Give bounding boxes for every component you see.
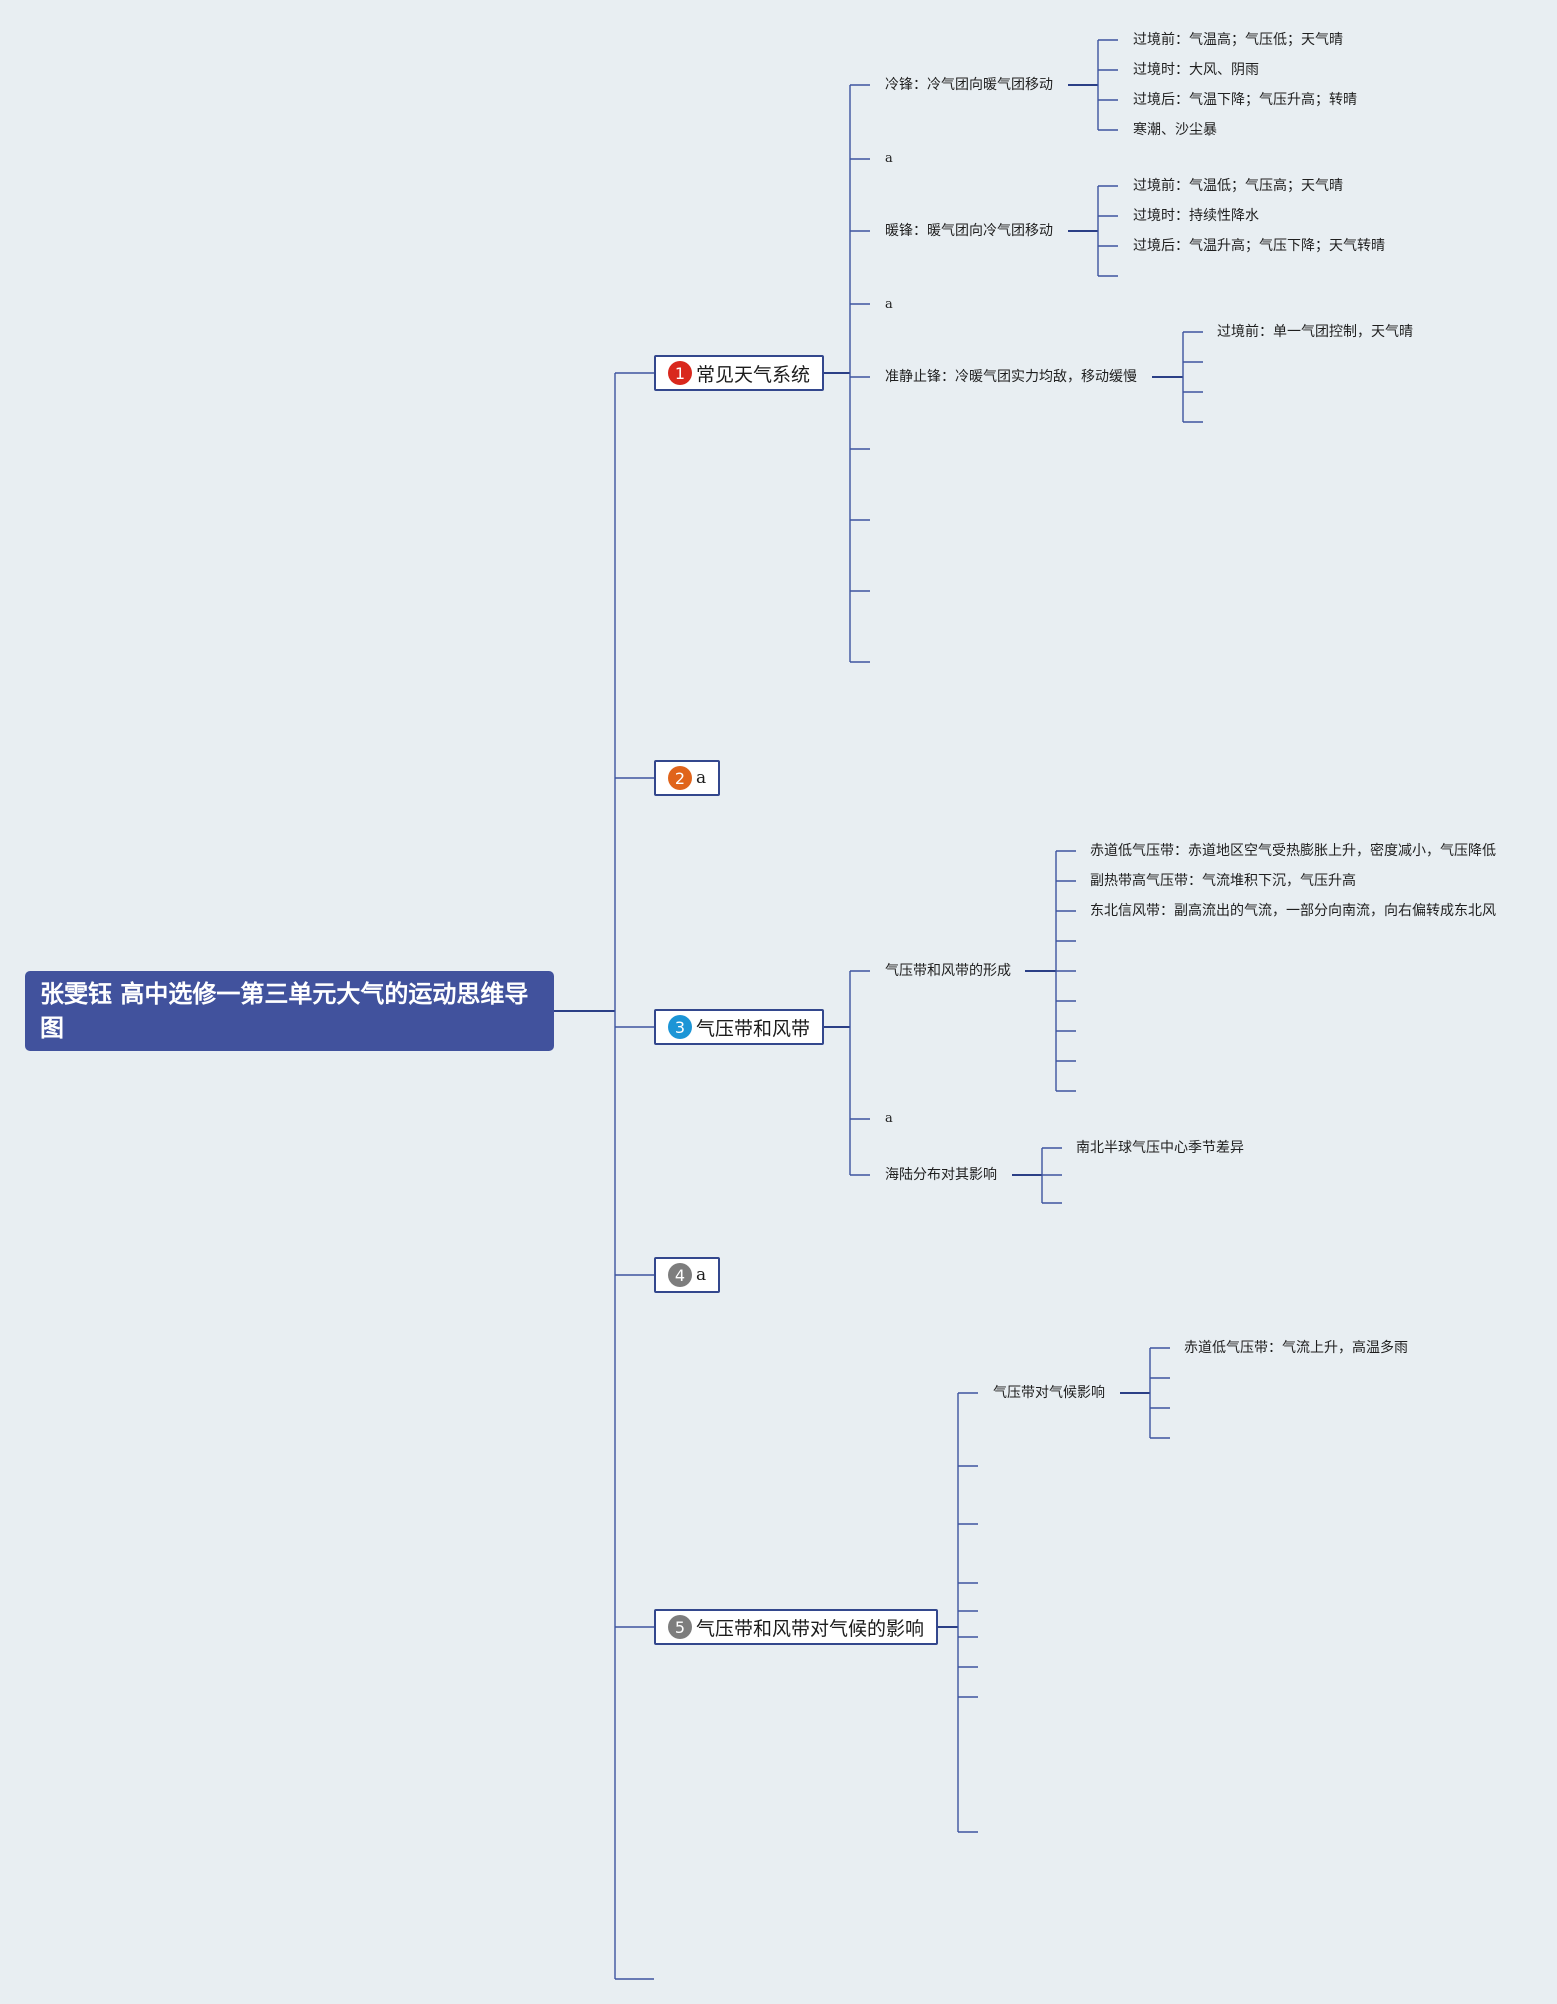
number-4-icon: 4 bbox=[668, 1263, 692, 1287]
topic-4[interactable]: 4 a bbox=[654, 1257, 721, 1293]
number-5-icon: 5 bbox=[668, 1615, 692, 1639]
placeholder-node[interactable]: a bbox=[885, 297, 893, 312]
stationary-front-item[interactable]: 过境前：单一气团控制，天气晴 bbox=[1217, 324, 1413, 340]
climate-branches bbox=[1149, 1347, 1170, 1439]
land-sea-branches bbox=[1041, 1147, 1062, 1204]
cold-front-item[interactable]: 过境时：大风、阴雨 bbox=[1133, 62, 1259, 78]
number-1-icon: 1 bbox=[668, 361, 692, 385]
cold-front-item[interactable]: 寒潮、沙尘暴 bbox=[1133, 122, 1217, 138]
topic-3[interactable]: 3 气压带和风带 bbox=[654, 1009, 825, 1045]
topic-2[interactable]: 2 a bbox=[654, 760, 721, 796]
formation-branches bbox=[1055, 850, 1076, 1092]
land-sea-item[interactable]: 南北半球气压中心季节差异 bbox=[1076, 1140, 1244, 1156]
cold-front-branches bbox=[1097, 39, 1118, 131]
main-branches bbox=[615, 372, 654, 1980]
topic-5-label: 气压带和风带对气候的影响 bbox=[696, 1617, 925, 1640]
topic-1-label: 常见天气系统 bbox=[696, 363, 811, 386]
warm-front-node[interactable]: 暖锋：暖气团向冷气团移动 bbox=[885, 223, 1053, 239]
warm-front-item[interactable]: 过境前：气温低；气压高；天气晴 bbox=[1133, 178, 1343, 194]
land-sea-node[interactable]: 海陆分布对其影响 bbox=[885, 1167, 997, 1183]
stationary-front-node[interactable]: 准静止锋：冷暖气团实力均敌，移动缓慢 bbox=[885, 369, 1137, 385]
root-title: 张雯钰 高中选修一第三单元大气的运动思维导图 bbox=[40, 980, 529, 1042]
topic5-branches bbox=[957, 1392, 978, 1833]
cold-front-item[interactable]: 过境后：气温下降；气压升高；转晴 bbox=[1133, 92, 1357, 108]
root-topic[interactable]: 张雯钰 高中选修一第三单元大气的运动思维导图 bbox=[25, 971, 554, 1051]
formation-item[interactable]: 副热带高气压带：气流堆积下沉，气压升高 bbox=[1090, 873, 1356, 889]
topic1-branches bbox=[850, 84, 870, 663]
topic-5[interactable]: 5 气压带和风带对气候的影响 bbox=[654, 1609, 939, 1645]
climate-item[interactable]: 赤道低气压带：气流上升，高温多雨 bbox=[1184, 1340, 1408, 1356]
topic-1[interactable]: 1 常见天气系统 bbox=[654, 355, 825, 391]
formation-item[interactable]: 赤道低气压带：赤道地区空气受热膨胀上升，密度减小，气压降低 bbox=[1090, 843, 1496, 859]
topic-4-label: a bbox=[696, 1265, 707, 1285]
placeholder-node[interactable]: a bbox=[885, 151, 893, 166]
warm-front-item[interactable]: 过境后：气温升高；气压下降；天气转晴 bbox=[1133, 238, 1385, 254]
cold-front-item[interactable]: 过境前：气温高；气压低；天气晴 bbox=[1133, 32, 1343, 48]
topic3-branches bbox=[849, 970, 870, 1176]
number-3-icon: 3 bbox=[668, 1015, 692, 1039]
number-2-icon: 2 bbox=[668, 766, 692, 790]
placeholder-node[interactable]: a bbox=[885, 1111, 893, 1126]
warm-front-item[interactable]: 过境时：持续性降水 bbox=[1133, 208, 1259, 224]
cold-front-node[interactable]: 冷锋：冷气团向暖气团移动 bbox=[885, 77, 1053, 93]
climate-node[interactable]: 气压带对气候影响 bbox=[993, 1385, 1105, 1401]
topic-2-label: a bbox=[696, 768, 707, 788]
warm-front-branches bbox=[1097, 185, 1118, 277]
stationary-front-branches bbox=[1182, 331, 1203, 423]
formation-item[interactable]: 东北信风带：副高流出的气流，一部分向南流，向右偏转成东北风 bbox=[1090, 903, 1496, 919]
topic-3-label: 气压带和风带 bbox=[696, 1017, 811, 1040]
formation-node[interactable]: 气压带和风带的形成 bbox=[885, 963, 1011, 979]
